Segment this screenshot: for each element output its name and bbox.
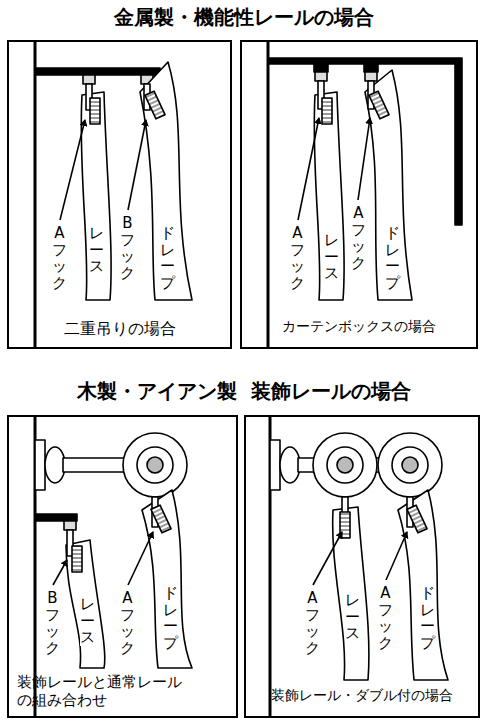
panel-caption: 装飾レールと通常レールの組み合わせ bbox=[17, 673, 192, 711]
panel-box: 二重吊りの場合 bbox=[7, 40, 232, 349]
part-label: レース bbox=[345, 592, 360, 642]
part-label: ドレープ bbox=[420, 585, 435, 651]
part-label: レース bbox=[80, 596, 95, 646]
section-heading: 金属製・機能性レールの場合 bbox=[0, 6, 488, 30]
panel-box: カーテンボックスの場合 bbox=[240, 40, 478, 349]
panel-caption: 装飾レール・ダブル付の場合 bbox=[246, 687, 478, 704]
part-label: Aフック bbox=[378, 585, 393, 651]
part-label: レース bbox=[89, 225, 104, 275]
part-label: ドレープ bbox=[385, 225, 400, 291]
section-heading: 木製・アイアン製 装飾レールの場合 bbox=[0, 380, 488, 404]
part-label: ドレープ bbox=[163, 585, 178, 651]
part-label: Bフック bbox=[45, 590, 60, 656]
part-label: Aフック bbox=[351, 205, 366, 271]
part-label: Aフック bbox=[290, 225, 305, 291]
part-label: Aフック bbox=[120, 590, 135, 656]
panel-caption: 二重吊りの場合 bbox=[9, 319, 230, 339]
part-label: レース bbox=[324, 232, 339, 282]
panel-caption: カーテンボックスの場合 bbox=[242, 318, 476, 335]
part-label: Aフック bbox=[305, 590, 320, 656]
panel-box: 装飾レールと通常レールの組み合わせ bbox=[7, 415, 238, 718]
part-label: ドレープ bbox=[160, 225, 175, 291]
part-label: Bフック bbox=[120, 215, 135, 281]
panel-box: 装飾レール・ダブル付の場合 bbox=[244, 415, 480, 718]
part-label: Aフック bbox=[52, 225, 67, 291]
